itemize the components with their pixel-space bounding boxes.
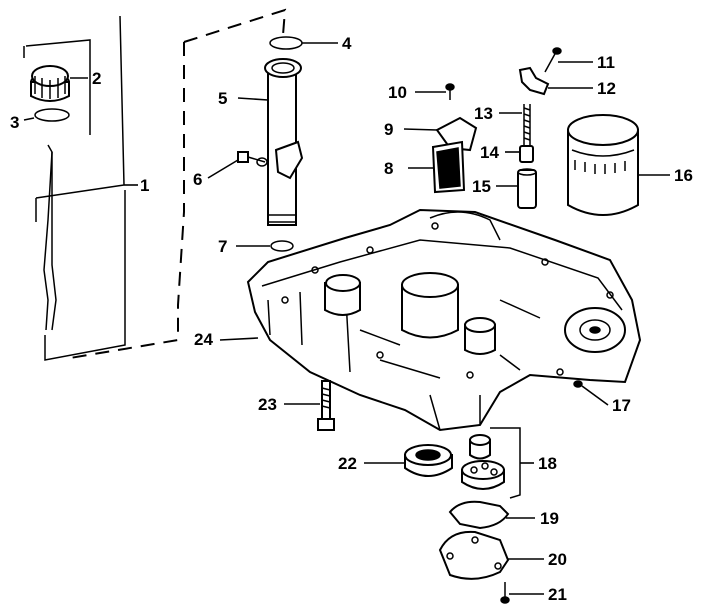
leader-lines bbox=[23, 42, 670, 595]
o-ring-cap bbox=[34, 108, 70, 122]
callout-14: 14 bbox=[480, 143, 499, 162]
callout-12: 12 bbox=[597, 79, 616, 98]
pan-bolt bbox=[317, 380, 335, 431]
callout-7: 7 bbox=[218, 237, 227, 256]
callout-6: 6 bbox=[193, 170, 202, 189]
tube-dashed-outline bbox=[69, 8, 287, 359]
callout-13: 13 bbox=[474, 104, 493, 123]
clamp-bolt bbox=[544, 47, 562, 73]
callout-1: 1 bbox=[140, 176, 149, 195]
oil-seal bbox=[404, 444, 453, 477]
sleeve bbox=[517, 168, 537, 209]
o-ring-tube-top bbox=[269, 36, 303, 50]
decal bbox=[431, 140, 466, 194]
callout-18: 18 bbox=[538, 454, 557, 473]
drain-fitting bbox=[573, 380, 583, 388]
cover-screw bbox=[500, 582, 510, 604]
callout-10: 10 bbox=[388, 83, 407, 102]
callout-9: 9 bbox=[384, 120, 393, 139]
callout-22: 22 bbox=[338, 454, 357, 473]
dipstick-bracket bbox=[23, 15, 126, 361]
fill-tube bbox=[264, 58, 304, 226]
oil-filter bbox=[567, 114, 639, 216]
callout-17: 17 bbox=[612, 396, 631, 415]
callout-4: 4 bbox=[342, 34, 352, 53]
threaded-rod bbox=[523, 104, 531, 145]
callout-20: 20 bbox=[548, 550, 567, 569]
callout-19: 19 bbox=[540, 509, 559, 528]
callout-21: 21 bbox=[548, 585, 567, 604]
callout-23: 23 bbox=[258, 395, 277, 414]
spacer bbox=[519, 145, 534, 163]
callout-3: 3 bbox=[10, 113, 19, 132]
pump-cover bbox=[438, 530, 510, 580]
callout-11: 11 bbox=[597, 53, 615, 72]
oil-pan-housing bbox=[246, 208, 642, 432]
pump-gasket bbox=[448, 500, 510, 530]
dipstick bbox=[43, 144, 57, 331]
small-screw bbox=[445, 83, 455, 100]
callout-15: 15 bbox=[472, 177, 491, 196]
callout-labels: 1 2 3 4 5 6 7 8 9 10 11 12 13 14 15 16 1… bbox=[10, 34, 693, 604]
callout-5: 5 bbox=[218, 89, 227, 108]
oil-pump-rotor bbox=[461, 427, 521, 499]
callout-2: 2 bbox=[92, 69, 101, 88]
callout-24: 24 bbox=[194, 330, 213, 349]
callout-16: 16 bbox=[674, 166, 693, 185]
tube-bolt bbox=[237, 151, 268, 167]
o-ring-tube-bottom bbox=[270, 240, 294, 252]
clamp bbox=[518, 66, 550, 96]
callout-8: 8 bbox=[384, 159, 393, 178]
filler-cap bbox=[30, 65, 70, 102]
